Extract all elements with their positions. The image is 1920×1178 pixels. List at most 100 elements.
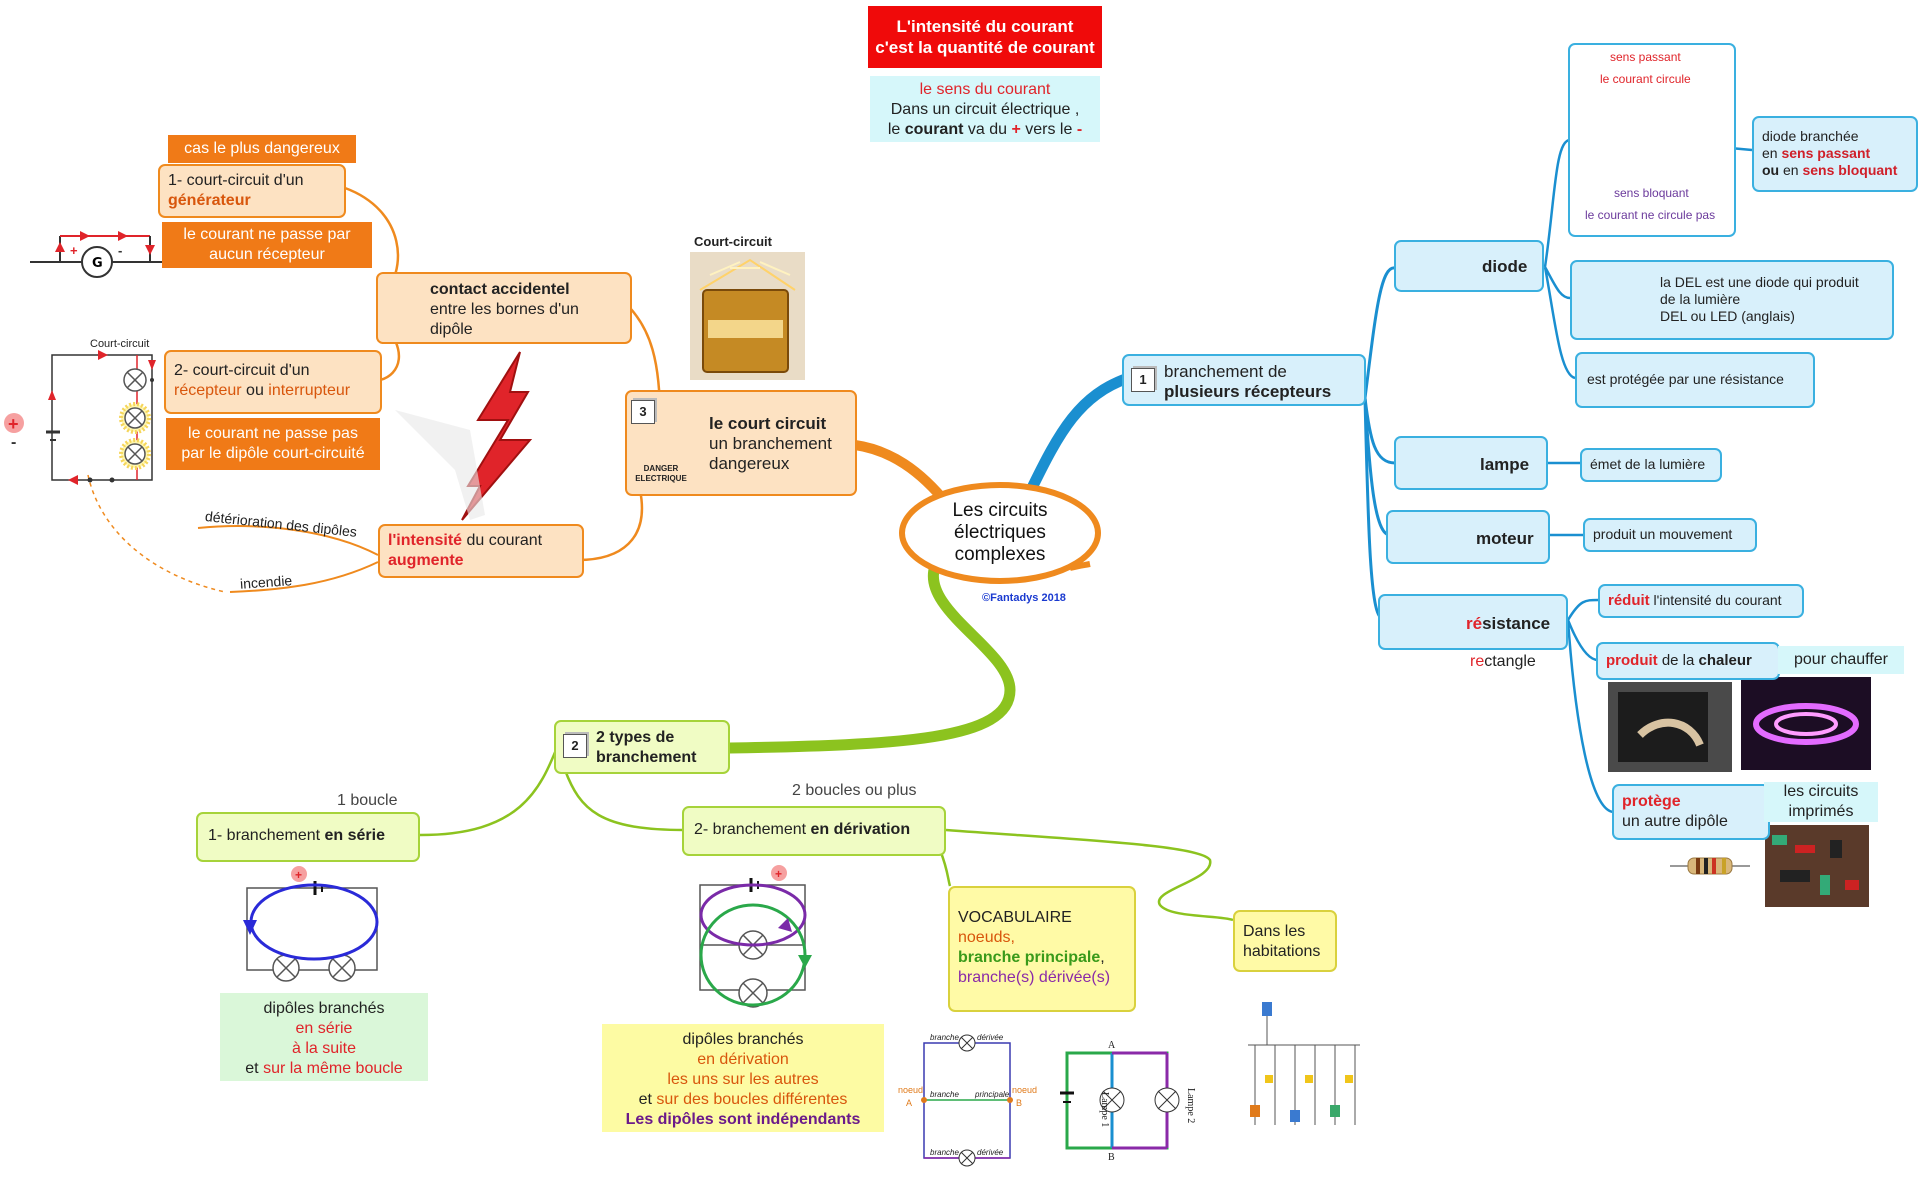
lampe-desc-text: émet de la lumière [1590,456,1706,472]
diode-node[interactable]: diode [1394,240,1544,292]
diode-sens-card[interactable]: sens passant le courant circule sens blo… [1568,43,1736,237]
habitations-node[interactable]: Dans les habitations [1233,910,1337,972]
fig-lampe1: Lampe 1 [1099,1092,1110,1128]
diode-branchee-line2: en sens passant [1762,145,1871,161]
intensite-line2: augmente [388,552,464,569]
current-direction-line2: Dans un circuit électrique , [890,101,1080,118]
branch1-line1: branchement de [1164,362,1287,381]
produit-chaleur-node[interactable]: produit de la chaleur [1596,642,1780,680]
del-line3: DEL ou LED (anglais) [1660,308,1795,324]
branch1-node[interactable]: 1 branchement de plusieurs récepteurs [1122,354,1366,406]
cc-recepteur-line2: récepteur ou interrupteur [174,382,351,399]
center-ellipse [899,482,1101,584]
connector-branch3-intensite [577,489,644,562]
fig-principale: principale [975,1090,1010,1099]
fig-lamps-a: A [1108,1040,1116,1051]
fig-branche-top: branche [930,1033,959,1042]
connector-intensite-deterioration [197,525,379,556]
cc-generateur-line2: générateur [168,192,251,209]
del-line2: de la lumière [1660,291,1741,307]
fig-noeud-b: noeud [1012,1085,1038,1095]
serie-label: 1- branchement en série [208,827,385,844]
resistance-node[interactable]: résistance [1378,594,1568,650]
vocab-noeuds: noeuds, [958,929,1015,946]
protege-node[interactable]: protège un autre dipôle [1612,784,1770,840]
connector-derivation-habitations [945,828,1234,922]
parallel-lamps-figure [1060,1051,1180,1150]
derivation-circuit-figure: + [699,865,812,1008]
intensity-definition-line2: c'est la quantité de courant [875,38,1095,57]
printed-circuit-photo [1765,825,1869,907]
diode-label: diode [1482,257,1528,276]
lampe-node[interactable]: lampe [1394,436,1548,490]
cc-recepteur-node[interactable]: 2- court-circuit d'un récepteur ou inter… [164,350,382,414]
reduit-text: réduit l'intensité du courant [1608,592,1782,609]
fig-lampe2: Lampe 2 [1185,1088,1196,1124]
generator-symbol-label: G [92,256,103,271]
diode-branchee-line3: ou en sens bloquant [1762,162,1898,178]
diode-protegee-node[interactable]: est protégée par une résistance [1575,352,1815,408]
branch3-line2: un branchement [709,434,832,453]
connector-intensite-incendie [229,561,379,593]
moteur-desc-node[interactable]: produit un mouvement [1583,518,1757,552]
derivation-caption: 2 boucles ou plus [792,782,917,799]
fig-derivee-bot: dérivée [977,1148,1004,1157]
intensity-definition-box: L'intensité du courant c'est la quantité… [868,6,1102,68]
fig-noeud-a: noeud [898,1085,924,1095]
connector-branch2-derivation [563,769,685,832]
cc-generateur-note: le courant ne passe par aucun récepteur [162,222,372,268]
derivation-node[interactable]: 2- branchement en dérivation [682,806,946,856]
branch3-number: 3 [631,400,655,424]
diode-branchee-node[interactable]: diode branchée en sens passant ou en sen… [1752,116,1918,192]
series-circuit-figure: + [243,866,379,982]
fig-branche-mid: branche [930,1090,959,1099]
svg-text:-: - [118,243,122,258]
fig-b: B [1016,1098,1023,1108]
danger-sign-label: DANGER ELECTRIQUE [635,464,687,483]
connector-branch1-diode [1363,266,1396,399]
diode-courant-circule: le courant circule [1600,72,1691,86]
cc-generateur-node[interactable]: 1- court-circuit d'un générateur [158,164,346,218]
serie-node[interactable]: 1- branchement en série [196,812,420,862]
contact-accidentel-node[interactable]: contact accidentel entre les bornes d'un… [376,272,632,344]
court-circuit-figure-label: Court-circuit [90,338,150,350]
rectangle-label: rectangle [1470,653,1536,670]
reduit-node[interactable]: réduit l'intensité du courant [1598,584,1804,618]
derivation-label: 2- branchement en dérivation [694,821,911,838]
diode-sens-bloquant: sens bloquant [1614,186,1689,200]
contact-line2: entre les bornes d'un [430,301,579,318]
branch2-node[interactable]: 2 2 types de branchement [554,720,730,774]
lightning-bolt-icon [461,351,533,521]
produit-chaleur-text: produit de la chaleur [1606,652,1752,669]
branch2-line2: branchement [596,749,697,766]
moteur-label: moteur [1476,529,1534,548]
svg-text:+: + [70,243,78,258]
court-circuit-photo [690,252,805,380]
center-title[interactable]: Les circuits électriques complexes [910,500,1090,566]
heating-coil-photo [1741,677,1871,770]
protege-text: un autre dipôle [1622,813,1728,830]
intensite-augmente-node[interactable]: l'intensité du courant augmente [378,524,584,578]
habitation-schema-figure [1230,990,1380,1140]
diode-branchee-line1: diode branchée [1762,128,1859,144]
del-node[interactable]: la DEL est une diode qui produit de la l… [1570,260,1894,340]
lampe-label: lampe [1480,455,1530,474]
current-direction-box: le sens du courant Dans un circuit élect… [870,76,1100,142]
moteur-node[interactable]: moteur [1386,510,1550,564]
svg-text:+: + [775,867,782,881]
habitations-line2: habitations [1243,943,1321,960]
vocabulaire-node[interactable]: VOCABULAIRE noeuds, branche principale, … [948,886,1136,1012]
branch1-number: 1 [1131,368,1155,392]
lampe-desc-node[interactable]: émet de la lumière [1580,448,1722,482]
intensite-line1: l'intensité du courant [388,532,543,549]
serie-desc: dipôles branchés en série à la suite et … [220,993,428,1081]
branch3-node[interactable]: 3 DANGER ELECTRIQUE le court circuit un … [625,390,857,496]
branch2-line1: 2 types de [596,729,675,746]
svg-text:+: + [8,414,19,434]
connector-branch1-resistance [1363,397,1383,620]
center-title-line1: Les circuits [952,500,1048,521]
protege-title: protège [1622,793,1681,810]
fig-lamps-b: B [1108,1152,1115,1163]
diode-sens-passant: sens passant [1610,50,1681,64]
serie-caption: 1 boucle [337,792,398,809]
